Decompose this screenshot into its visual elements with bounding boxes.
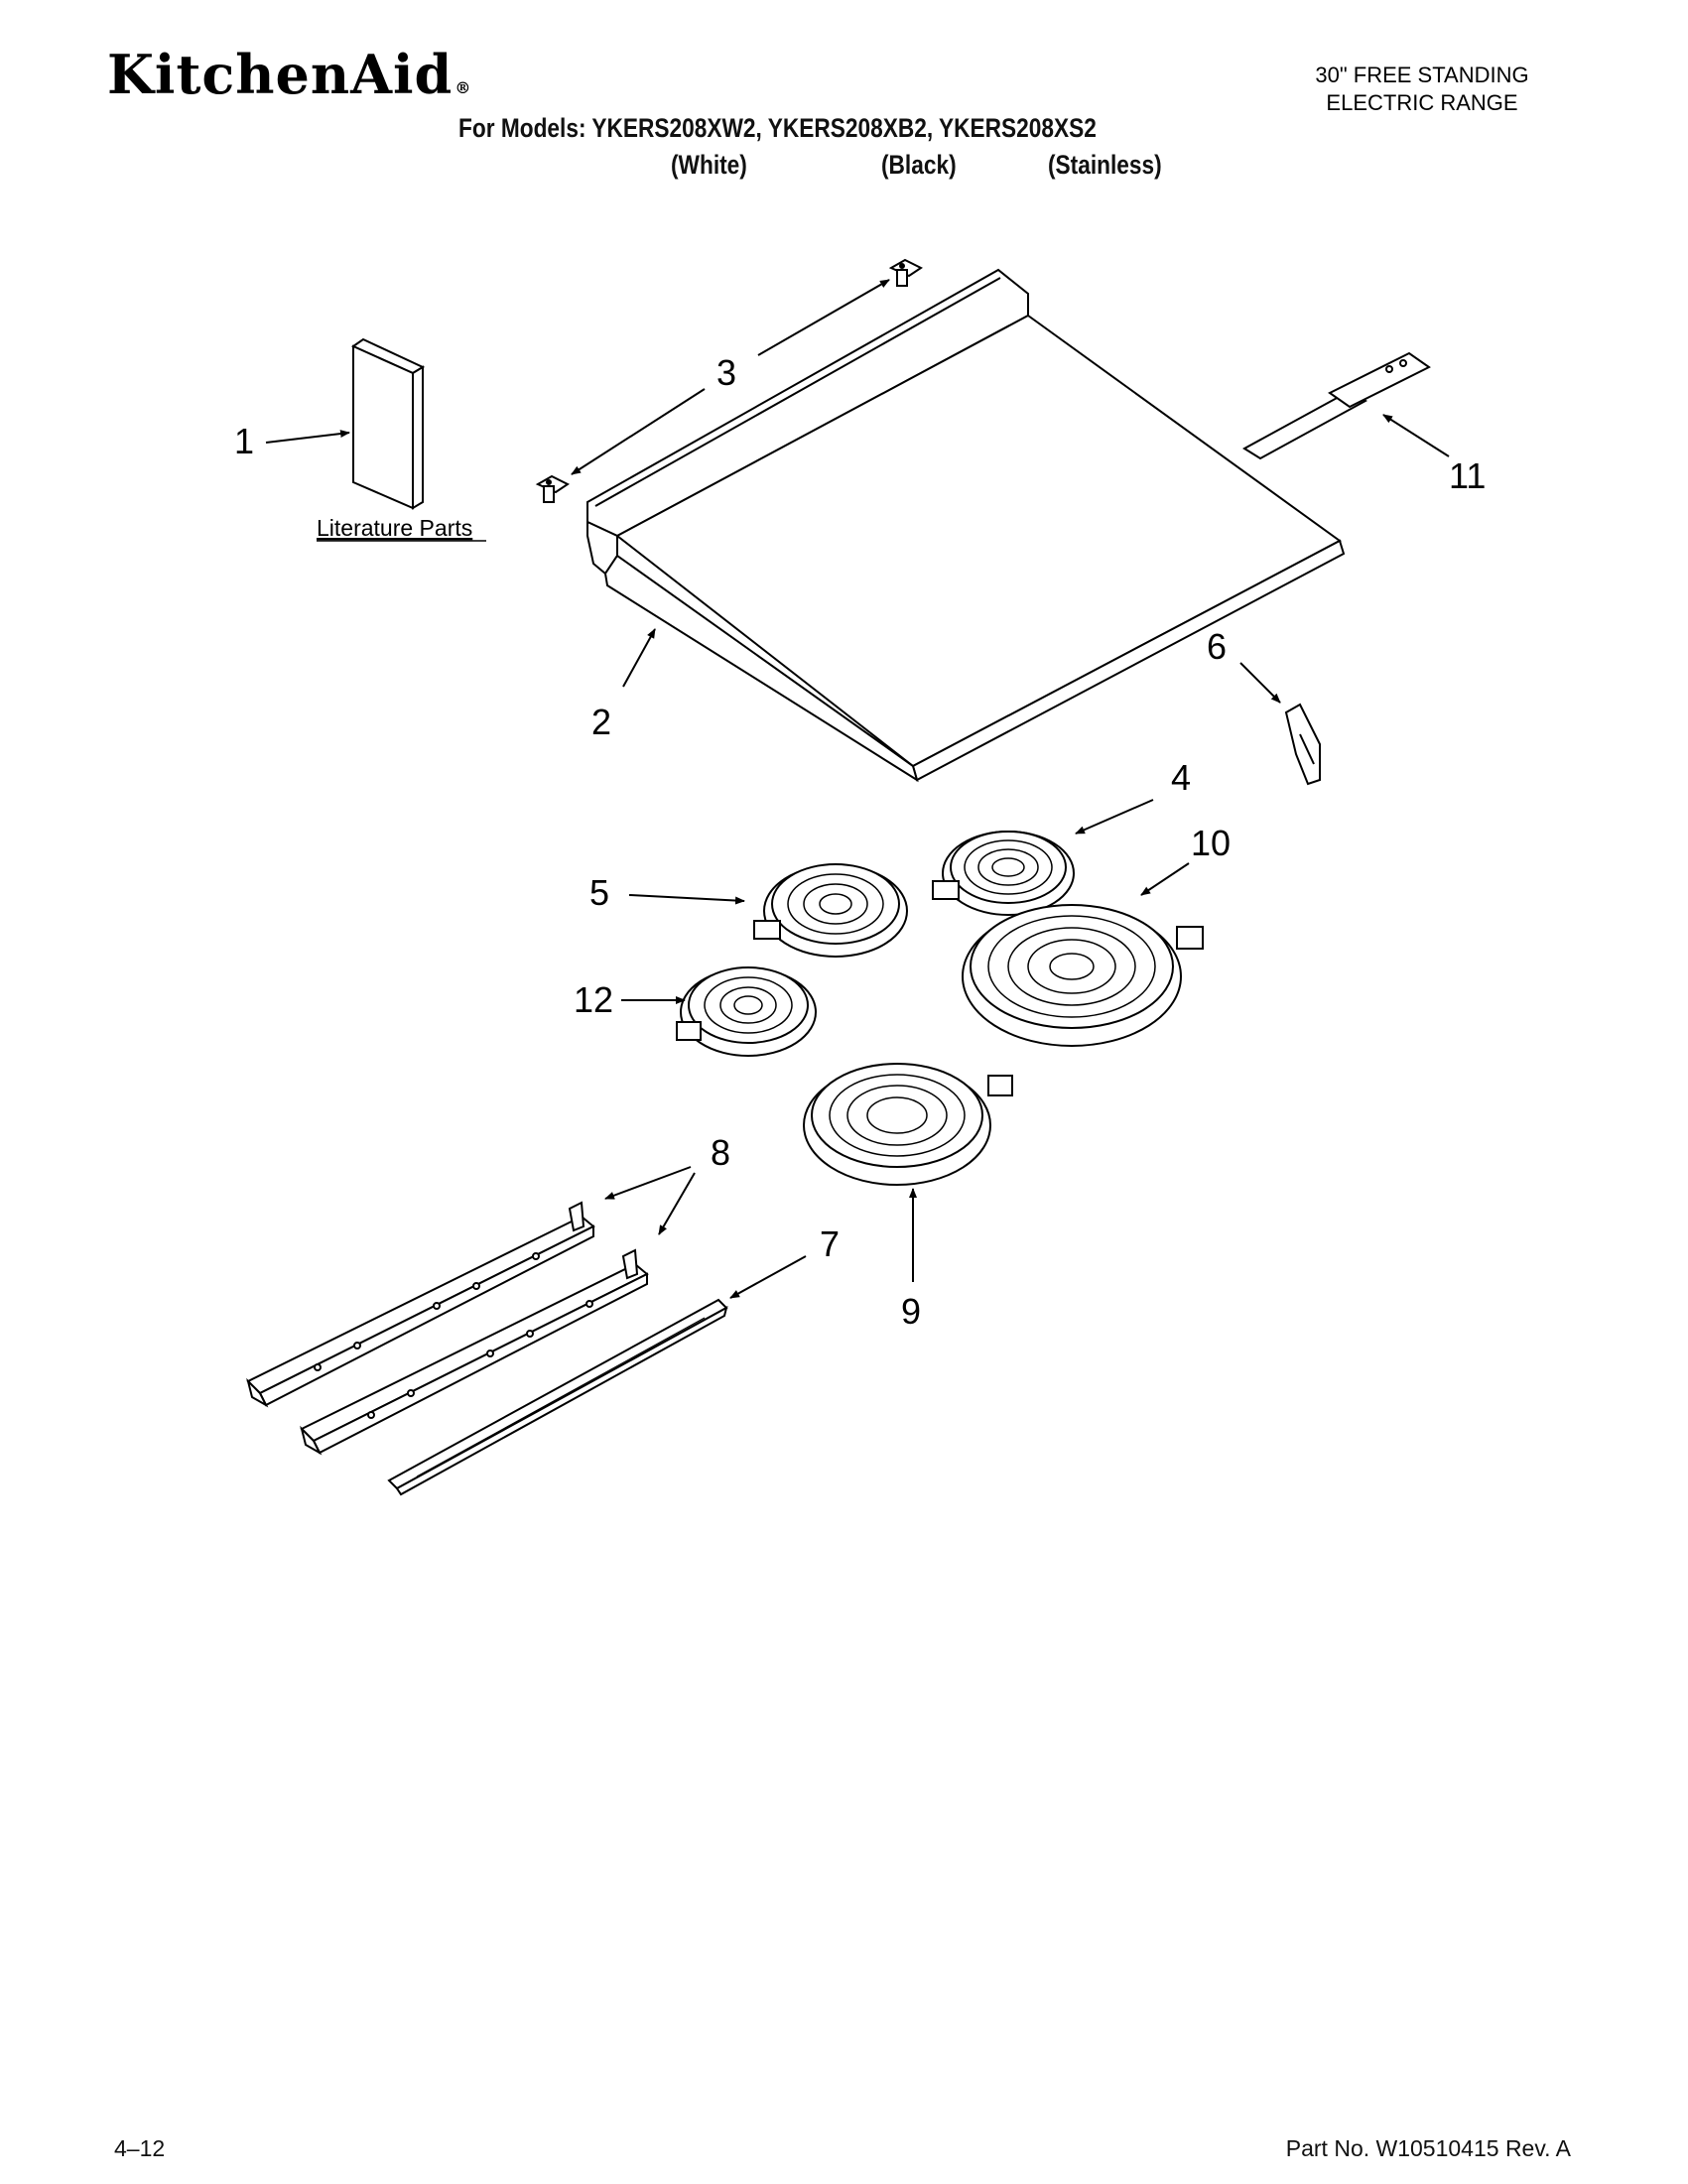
literature-parts-label: Literature Parts (317, 515, 472, 541)
callout-10: 10 (1191, 823, 1231, 863)
cooktop-glass (586, 268, 1346, 783)
models-line: For Models: YKERS208XW2, YKERS208XB2, YK… (458, 113, 1097, 143)
callout-arrow-7 (729, 1255, 807, 1299)
callout-5: 5 (589, 872, 609, 913)
element-5 (753, 863, 908, 958)
callout-11: 11 (1449, 455, 1486, 496)
element-10 (962, 904, 1204, 1047)
side-rail-front (246, 1201, 595, 1408)
callout-arrow-8b (658, 1172, 696, 1235)
callout-arrow-4 (1075, 799, 1154, 835)
callout-6: 6 (1207, 626, 1227, 667)
callout-arrow-5 (628, 894, 745, 905)
callout-arrow-3b (757, 279, 890, 356)
variant-stainless: (Stainless) (1048, 150, 1162, 180)
product-description: 30" FREE STANDING ELECTRIC RANGE (1273, 62, 1571, 117)
callout-1: 1 (234, 421, 254, 461)
trim-clip (1284, 703, 1321, 786)
side-rail-rear (300, 1248, 649, 1456)
callout-4: 4 (1171, 757, 1191, 798)
callout-arrow-10 (1140, 862, 1190, 896)
callout-3: 3 (716, 352, 736, 393)
product-line-1: 30" FREE STANDING (1315, 63, 1529, 87)
element-12 (676, 966, 817, 1057)
callout-arrow-2 (622, 628, 656, 688)
callout-8: 8 (711, 1132, 730, 1173)
trim-strip (387, 1298, 728, 1496)
callout-arrow-8a (604, 1166, 692, 1200)
element-9 (803, 1063, 1013, 1186)
glass-bracket-front (535, 474, 570, 503)
callout-12: 12 (574, 979, 613, 1020)
page-number: 4–12 (114, 2135, 166, 2161)
variant-black: (Black) (881, 150, 957, 180)
callout-arrow-1 (265, 430, 350, 444)
part-number: Part No. W10510415 Rev. A (1285, 2135, 1571, 2161)
callout-9: 9 (901, 1291, 921, 1332)
brand-logo: KitchenAid® (107, 43, 472, 106)
product-line-2: ELECTRIC RANGE (1326, 90, 1518, 115)
support-bracket (1242, 351, 1431, 460)
glass-bracket-rear (888, 258, 923, 287)
element-4 (932, 831, 1075, 916)
variant-white: (White) (671, 150, 747, 180)
callout-arrow-3a (571, 388, 706, 475)
literature-booklet (350, 337, 426, 510)
callout-arrow-6 (1239, 662, 1281, 704)
callout-arrow-11 (1382, 414, 1450, 457)
callout-2: 2 (591, 702, 611, 742)
callout-7: 7 (820, 1223, 840, 1264)
